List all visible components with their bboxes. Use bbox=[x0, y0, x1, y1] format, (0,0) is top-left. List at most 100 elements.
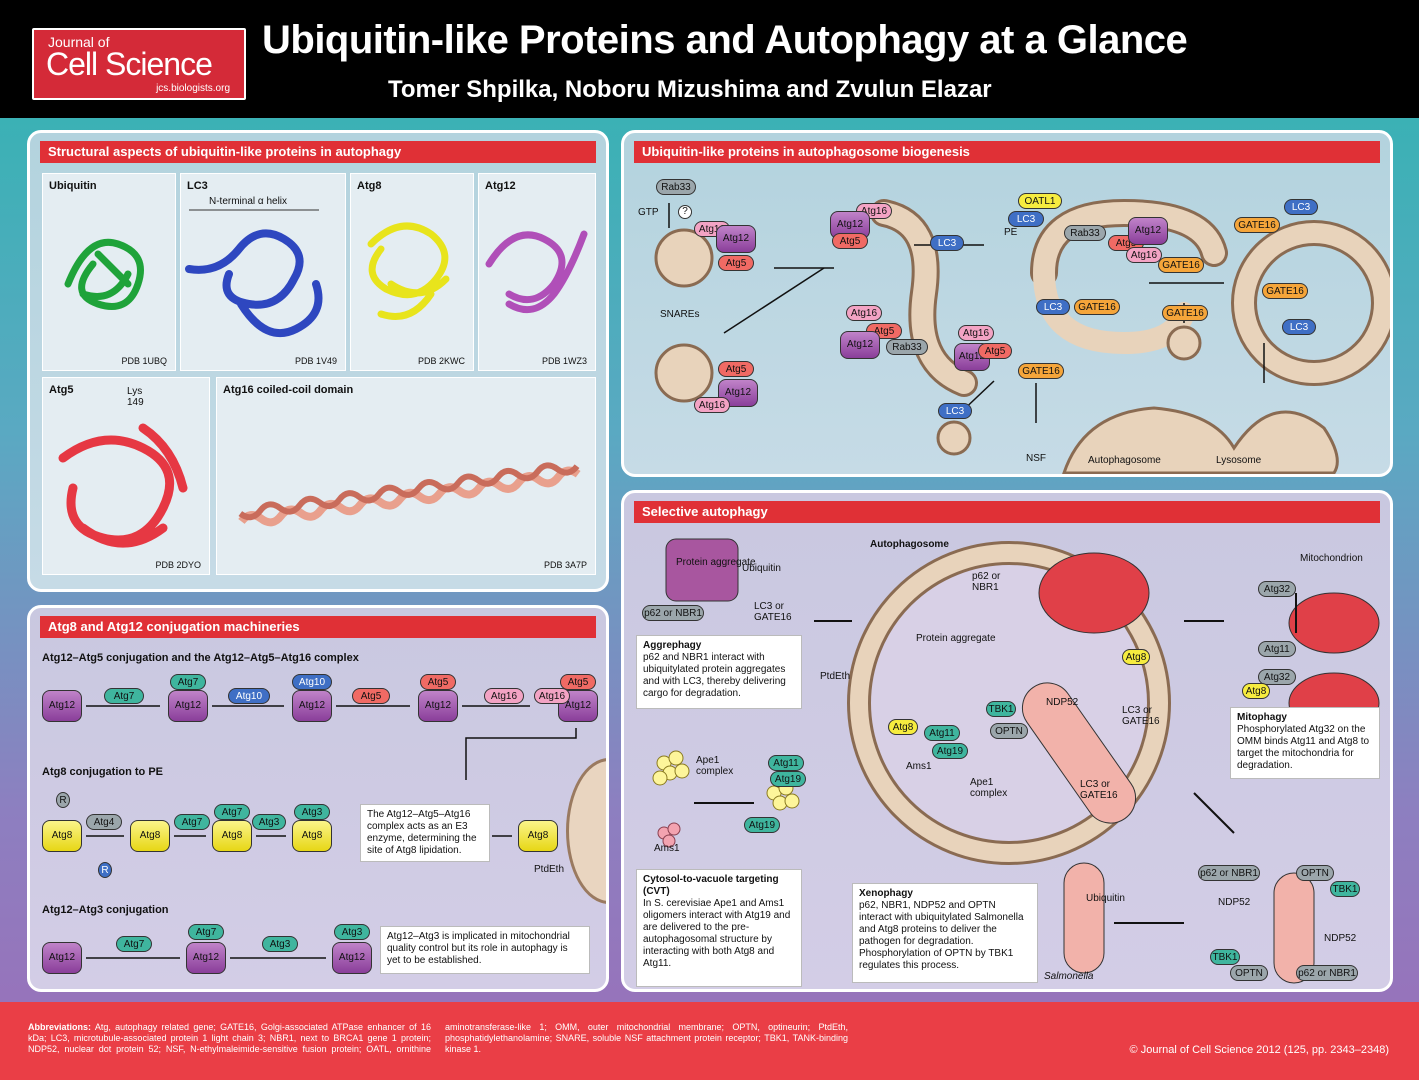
autophagosome-label: Autophagosome bbox=[1088, 455, 1161, 466]
atg3-pill: Atg3 bbox=[294, 804, 330, 820]
structure-label: Atg16 coiled-coil domain bbox=[223, 384, 354, 396]
tbk1-pill: TBK1 bbox=[986, 701, 1016, 717]
structural-heading: Structural aspects of ubiquitin-like pro… bbox=[40, 141, 596, 163]
abbreviations-label: Abbreviations: bbox=[28, 1022, 92, 1032]
helix-note: N-terminal α helix bbox=[209, 196, 288, 207]
conjugation-panel: Atg8 and Atg12 conjugation machineries A… bbox=[27, 605, 609, 992]
lc3-gate16-label: LC3 or GATE16 bbox=[1080, 779, 1118, 801]
lc3-structure-icon bbox=[185, 209, 323, 337]
atg11-pill: Atg11 bbox=[768, 755, 804, 771]
authors: Tomer Shpilka, Noboru Mizushima and Zvul… bbox=[388, 76, 992, 103]
lc3-gate16-label: LC3 or GATE16 bbox=[754, 601, 792, 623]
pdb-id: PDB 2KWC bbox=[417, 356, 465, 366]
mitophagy-box: Mitophagy Phosphorylated Atg32 on the OM… bbox=[1230, 707, 1380, 779]
mitophagy-text: Phosphorylated Atg32 on the OMM binds At… bbox=[1237, 724, 1370, 771]
snares-label: SNAREs bbox=[660, 309, 700, 320]
atg4-pill: Atg4 bbox=[86, 814, 122, 830]
protein-aggregate-label: Protein aggregate bbox=[916, 633, 996, 644]
ndp52-label: NDP52 bbox=[1218, 897, 1251, 908]
aggrephagy-text: p62 and NBR1 interact with ubiquitylated… bbox=[643, 652, 786, 699]
atg8-node: Atg8 bbox=[212, 820, 252, 852]
atg12-node: Atg12 bbox=[418, 690, 458, 722]
cvt-box: Cytosol-to-vacuole targeting (CVT) In S.… bbox=[636, 869, 802, 987]
ubiquitin-label: Ubiquitin bbox=[1086, 893, 1125, 904]
atg5-pill: Atg5 bbox=[352, 688, 390, 704]
footer: Abbreviations: Atg, autophagy related ge… bbox=[0, 1002, 1419, 1080]
subheading-atg12-atg3: Atg12–Atg3 conjugation bbox=[42, 904, 169, 916]
abbreviations: Abbreviations: Atg, autophagy related ge… bbox=[28, 1022, 848, 1055]
ndp52-label: NDP52 bbox=[1324, 933, 1357, 944]
atg12-node: Atg12 bbox=[168, 690, 208, 722]
pe-label: PE bbox=[1004, 227, 1018, 238]
lc3-gate16-label: LC3 or GATE16 bbox=[1122, 705, 1160, 727]
atg16-pill: Atg16 bbox=[534, 688, 570, 704]
atg3-note: Atg12–Atg3 is implicated in mitochondria… bbox=[380, 926, 590, 974]
cvt-title: Cytosol-to-vacuole targeting (CVT) bbox=[643, 874, 779, 897]
structure-label: Atg12 bbox=[485, 180, 516, 192]
structure-label: Atg8 bbox=[357, 180, 382, 192]
atg7-pill: Atg7 bbox=[170, 674, 206, 690]
structure-box-lc3: LC3 N-terminal α helix PDB 1V49 bbox=[180, 173, 346, 371]
gate16-pill: GATE16 bbox=[1158, 257, 1204, 273]
atg12-node: Atg12 bbox=[1128, 217, 1168, 245]
selective-heading: Selective autophagy bbox=[634, 501, 1380, 523]
abbreviations-text: Atg, autophagy related gene; GATE16, Gol… bbox=[28, 1022, 848, 1054]
atg5-pill: Atg5 bbox=[560, 674, 596, 690]
structure-box-ubiquitin: Ubiquitin PDB 1UBQ bbox=[42, 173, 176, 371]
atg8-pill: Atg8 bbox=[1242, 683, 1270, 699]
atg5-pill: Atg5 bbox=[420, 674, 456, 690]
atg7-pill: Atg7 bbox=[104, 688, 144, 704]
lc3-pill: LC3 bbox=[1036, 299, 1070, 315]
page-title: Ubiquitin-like Proteins and Autophagy at… bbox=[262, 18, 1188, 62]
structure-box-atg5: Atg5 Lys 149 PDB 2DYO bbox=[42, 377, 210, 575]
structure-label: Atg5 bbox=[49, 384, 74, 396]
atg12-node: Atg12 bbox=[42, 942, 82, 974]
tbk1-pill: TBK1 bbox=[1210, 949, 1240, 965]
atg5-pill: Atg5 bbox=[718, 361, 754, 377]
aggrephagy-title: Aggrephagy bbox=[643, 640, 702, 651]
ubiquitin-label: Ubiquitin bbox=[742, 563, 781, 574]
optn-pill: OPTN bbox=[1230, 965, 1268, 981]
pdb-id: PDB 1V49 bbox=[294, 356, 337, 366]
p62-nbr1-pill: p62 or NBR1 bbox=[642, 605, 704, 621]
gate16-pill: GATE16 bbox=[1074, 299, 1120, 315]
atg3-pill: Atg3 bbox=[334, 924, 370, 940]
atg3-pill: Atg3 bbox=[252, 814, 286, 830]
xenophagy-text: p62, NBR1, NDP52 and OPTN interact with … bbox=[859, 900, 1024, 971]
header: Journal of Cell Science jcs.biologists.o… bbox=[0, 0, 1419, 118]
structure-label: LC3 bbox=[187, 180, 208, 192]
atg16-pill: Atg16 bbox=[846, 305, 882, 321]
logo-big-text: Cell Science bbox=[46, 46, 213, 82]
r-group: R bbox=[56, 792, 70, 808]
p62-nbr1-pill: p62 or NBR1 bbox=[1198, 865, 1260, 881]
atg8-node: Atg8 bbox=[42, 820, 82, 852]
membrane-shape bbox=[566, 758, 606, 904]
selective-panel: Selective autophagy Protein aggregate Ub… bbox=[621, 490, 1393, 992]
conjugation-heading: Atg8 and Atg12 conjugation machineries bbox=[40, 616, 596, 638]
ptdeth-label: PtdEth bbox=[534, 864, 565, 875]
atg5-structure-icon bbox=[58, 423, 188, 548]
structure-box-atg8: Atg8 PDB 2KWC bbox=[350, 173, 474, 371]
atg7-pill: Atg7 bbox=[116, 936, 152, 952]
lc3-pill: LC3 bbox=[1282, 319, 1316, 335]
atg8-lipidated-node: Atg8 bbox=[518, 820, 558, 852]
rab33-pill: Rab33 bbox=[1064, 225, 1106, 241]
structure-box-atg16: Atg16 coiled-coil domain PDB 3A7P bbox=[216, 377, 596, 575]
atg10-pill: Atg10 bbox=[228, 688, 270, 704]
lc3-pill: LC3 bbox=[930, 235, 964, 251]
oatl1-pill: OATL1 bbox=[1018, 193, 1062, 209]
atg16-coiled-coil-icon bbox=[238, 462, 581, 527]
journal-logo[interactable]: Journal of Cell Science jcs.biologists.o… bbox=[32, 28, 246, 100]
p62-nbr1-label: p62 or NBR1 bbox=[972, 571, 1001, 593]
salmonella-label: Salmonella bbox=[1044, 971, 1094, 982]
atg8-node: Atg8 bbox=[292, 820, 332, 852]
logo-url: jcs.biologists.org bbox=[156, 83, 230, 94]
structural-panel: Structural aspects of ubiquitin-like pro… bbox=[27, 130, 609, 592]
gtp-label: GTP bbox=[638, 207, 659, 218]
atg16-pill: Atg16 bbox=[1126, 247, 1162, 263]
ubiquitin-structure-icon bbox=[64, 239, 144, 310]
atg12-node: Atg12 bbox=[42, 690, 82, 722]
pdb-id: PDB 3A7P bbox=[543, 560, 587, 570]
atg11-pill: Atg11 bbox=[1258, 641, 1296, 657]
atg8-pill: Atg8 bbox=[1122, 649, 1150, 665]
